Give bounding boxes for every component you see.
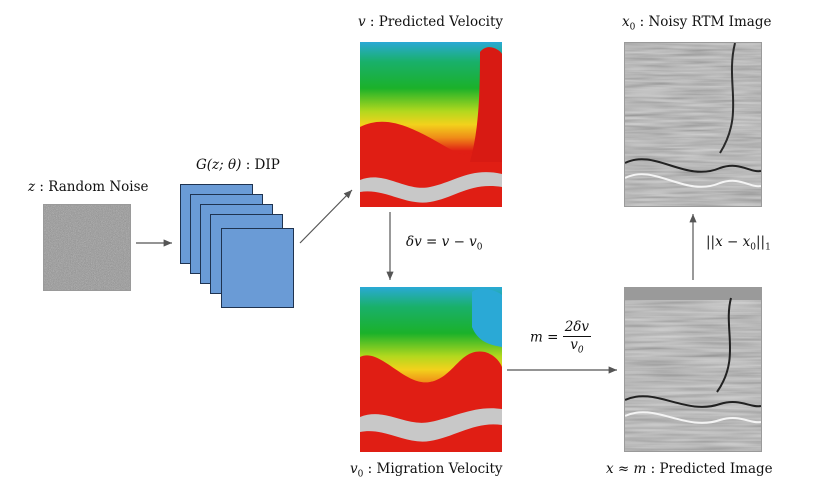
- migration-velocity-text: : Migration Velocity: [363, 461, 503, 477]
- predicted-image-render: [624, 288, 762, 451]
- predicted-velocity-render: [360, 42, 502, 207]
- m-lhs: m =: [530, 329, 559, 346]
- arrow-dip-to-velocity: [299, 189, 353, 244]
- predicted-image-label: x ≈ m : Predicted Image: [606, 461, 773, 477]
- migration-velocity-variable: v: [350, 461, 358, 477]
- m-denominator-var: v: [570, 336, 578, 353]
- noisy-image-subscript: 0: [629, 22, 636, 33]
- m-denominator-subscript: 0: [577, 345, 584, 356]
- delta-v-subscript: 0: [476, 242, 483, 253]
- migration-velocity-subscript: 0: [357, 469, 364, 480]
- predicted-image: [624, 287, 762, 452]
- loss-equation: ||x − x0||1: [706, 234, 771, 253]
- noise-texture: [44, 205, 130, 290]
- predicted-image-text: : Predicted Image: [646, 461, 773, 477]
- predicted-velocity-variable: v: [358, 14, 366, 30]
- m-fraction: 2δv v0: [562, 319, 592, 357]
- loss-expression: ||x − x: [706, 234, 751, 250]
- predicted-image-expression: x ≈ m: [606, 461, 647, 477]
- m-denominator: v0: [563, 337, 591, 357]
- loss-norm-subscript: 1: [765, 242, 771, 253]
- delta-v-expression: δv = v − v: [406, 234, 477, 250]
- dip-label: G(z; θ) : DIP: [196, 157, 280, 173]
- loss-subscript: 0: [750, 242, 756, 253]
- predicted-velocity-image: [360, 42, 502, 207]
- noisy-rtm-image: [624, 42, 762, 207]
- delta-v-equation: δv = v − v0: [406, 234, 483, 253]
- random-noise-image: [43, 204, 131, 291]
- noisy-image-text: : Noisy RTM Image: [635, 14, 772, 30]
- loss-bars: ||: [755, 234, 766, 250]
- noisy-rtm-render: [624, 42, 762, 206]
- noise-label-text: : Random Noise: [35, 179, 149, 195]
- dip-function: G(z; θ): [196, 157, 242, 173]
- migration-velocity-render: [360, 287, 502, 452]
- noise-variable: z: [28, 179, 36, 195]
- migration-velocity-label: v0 : Migration Velocity: [350, 461, 503, 480]
- migration-velocity-image: [360, 287, 502, 452]
- noisy-image-variable: x: [622, 14, 630, 30]
- random-noise-label: z : Random Noise: [28, 179, 149, 195]
- predicted-velocity-text: : Predicted Velocity: [365, 14, 504, 30]
- dip-label-text: : DIP: [241, 157, 280, 173]
- m-numerator: 2δv: [562, 319, 592, 337]
- dip-layer-5: [221, 228, 294, 308]
- noisy-rtm-label: x0 : Noisy RTM Image: [622, 14, 771, 33]
- m-equation: m = 2δv v0: [530, 319, 592, 357]
- predicted-velocity-label: v : Predicted Velocity: [358, 14, 503, 30]
